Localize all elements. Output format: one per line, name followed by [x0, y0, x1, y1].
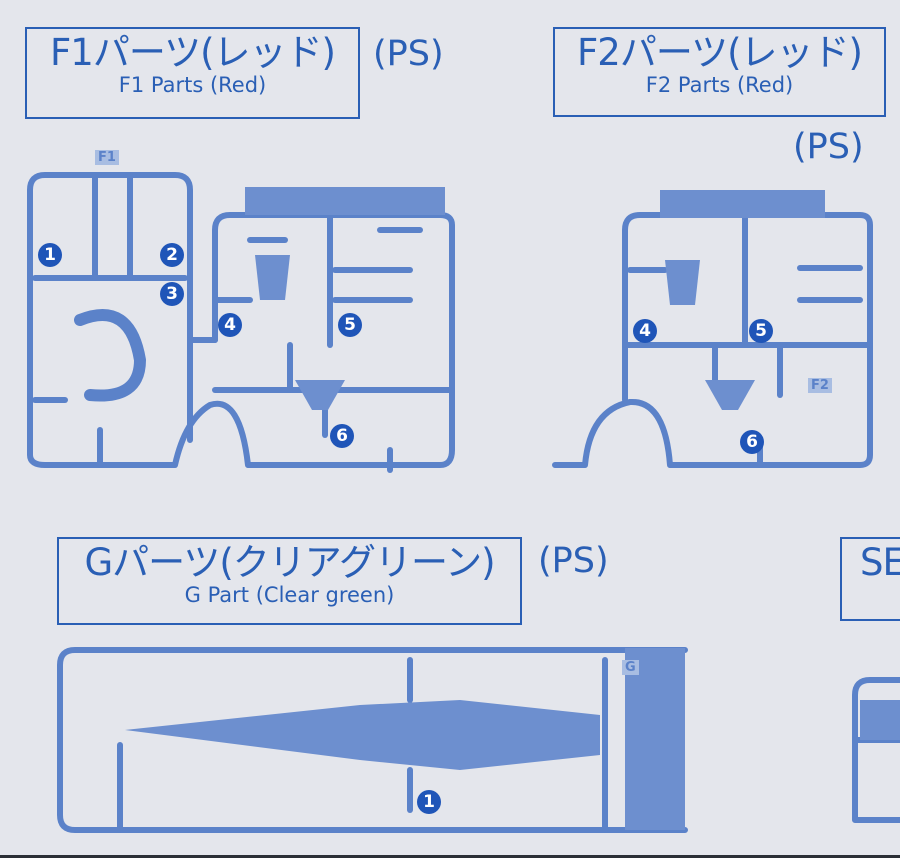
f1-runner-frame	[27, 172, 455, 473]
g-runner-tag: G	[622, 660, 639, 675]
f2-part-b	[705, 380, 755, 410]
f1-title-en: F1 Parts (Red)	[118, 73, 267, 97]
f1-part-number-3: 3	[160, 282, 184, 306]
f1-top-gate	[245, 187, 445, 215]
f1-part-number-1: 1	[38, 243, 62, 267]
f1-title-jp: F1パーツ(レッド)	[50, 31, 336, 74]
f1-part-ring	[74, 309, 146, 402]
f1-part-number-5: 5	[338, 313, 362, 337]
f1-part-a	[255, 255, 290, 300]
f2-section-title: F2パーツ(レッド) F2 Parts (Red)	[553, 27, 886, 117]
page-bottom-edge	[0, 855, 900, 858]
f2-part-a	[665, 260, 700, 305]
g-title-jp: Gパーツ(クリアグリーン)	[84, 541, 495, 584]
f1-part-number-4: 4	[218, 313, 242, 337]
se-section-title: SE	[840, 537, 900, 621]
f1-runner-tag: F1	[95, 150, 119, 165]
g-material: (PS)	[538, 541, 609, 581]
g-part-number-1: 1	[417, 790, 441, 814]
f1-part-b	[295, 380, 345, 410]
f2-part-number-6: 6	[740, 430, 764, 454]
f1-part-number-2: 2	[160, 243, 184, 267]
f2-top-gate	[660, 190, 825, 218]
f1-material: (PS)	[373, 34, 444, 74]
f2-title-jp: F2パーツ(レッド)	[577, 31, 863, 74]
f2-runner-frame	[552, 212, 873, 468]
se-title-jp: SE	[860, 541, 900, 584]
g-title-en: G Part (Clear green)	[184, 583, 395, 607]
se-part	[860, 700, 900, 740]
f1-part-number-6: 6	[330, 424, 354, 448]
f2-runner-tag: F2	[808, 378, 832, 393]
f1-section-title: F1パーツ(レッド) F1 Parts (Red)	[25, 27, 360, 119]
f2-material: (PS)	[793, 127, 864, 167]
f2-title-en: F2 Parts (Red)	[645, 73, 794, 97]
f2-part-number-5: 5	[749, 319, 773, 343]
g-blade-part	[125, 700, 600, 770]
f2-part-number-4: 4	[633, 319, 657, 343]
g-section-title: Gパーツ(クリアグリーン) G Part (Clear green)	[57, 537, 522, 625]
g-end-gate	[625, 648, 685, 830]
